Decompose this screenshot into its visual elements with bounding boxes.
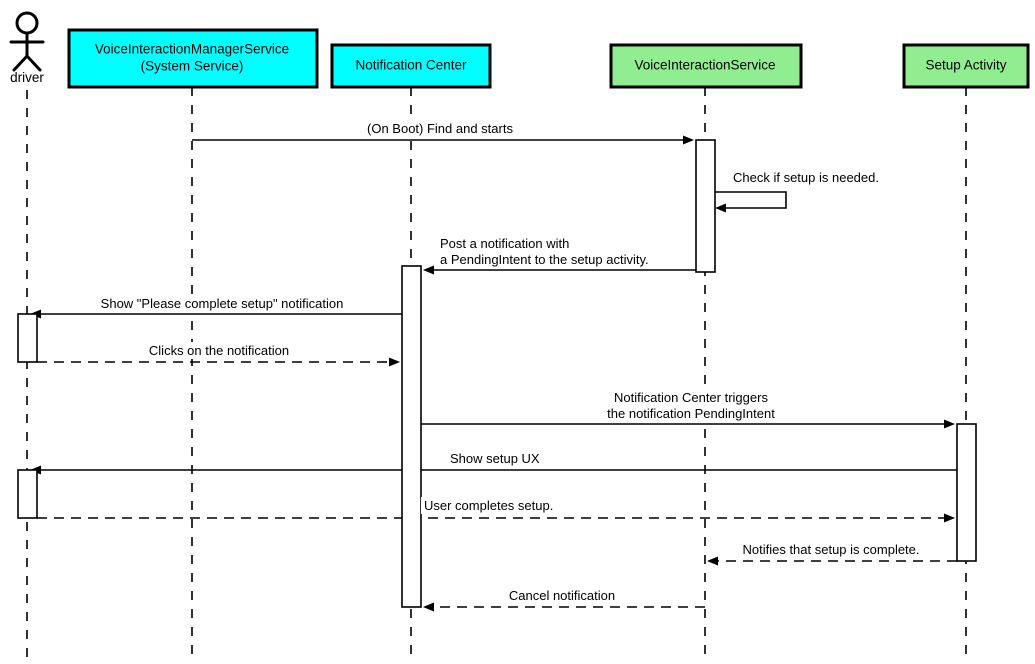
participant-setup[interactable]: Setup Activity <box>902 43 1030 89</box>
actor-driver[interactable]: driver <box>9 11 45 85</box>
msg-post-a-notification-label: a PendingIntent to the setup activity. <box>440 252 649 267</box>
msg-check-if-setup-is-needed <box>715 191 787 209</box>
msg-cancel-notification-arrowhead <box>423 602 434 612</box>
msg-post-a-notification-arrowhead <box>423 265 434 275</box>
msg-on-boot-find-and-starts-arrowhead <box>683 135 694 145</box>
msg-on-boot-find-and-starts-label-bg <box>364 120 517 137</box>
messages-layer <box>30 135 957 612</box>
msg-user-completes-setup-label: User completes setup. <box>424 498 553 513</box>
activation-act-driver-2 <box>17 469 38 519</box>
activation-act-setup-1 <box>956 423 977 562</box>
msg-notifies-that-setup-is-complete-label-bg <box>739 541 923 558</box>
participant-box-notifcenter[interactable] <box>330 43 492 89</box>
msg-user-completes-setup-label-bg <box>421 497 557 514</box>
msg-show-setup-ux-label: Show setup UX <box>450 451 540 466</box>
actor-leg-left-icon <box>12 54 29 72</box>
msg-post-a-notification-label-bg <box>437 235 573 252</box>
actor-head-icon <box>15 11 39 35</box>
activations-layer <box>17 139 977 608</box>
msg-post-a-notification-label: Post a notification with <box>440 236 569 251</box>
activation-act-notif-1 <box>401 265 422 608</box>
participant-box-vims[interactable] <box>67 28 319 89</box>
participant-label-setup: Setup Activity <box>925 58 1006 73</box>
participant-notifcenter[interactable]: Notification Center <box>330 43 492 89</box>
participant-label-vims: VoiceInteractionManagerService <box>95 42 289 57</box>
msg-show-please-complete-setup-notification-label-bg <box>97 295 347 312</box>
participant-vims[interactable]: VoiceInteractionManagerService (System Se… <box>67 28 319 89</box>
msg-notification-center-triggers-pendingintent-label: the notification PendingIntent <box>607 406 775 421</box>
msg-notifies-that-setup-is-complete-arrowhead <box>707 556 718 566</box>
msg-show-please-complete-setup-notification-label: Show "Please complete setup" notificatio… <box>101 296 344 311</box>
actor-leg-right-icon <box>25 54 42 72</box>
participant-label-vims: (System Service) <box>141 59 244 74</box>
msg-show-setup-ux-label-bg <box>447 450 543 467</box>
participants-layer: driver VoiceInteractionManagerService (Sys… <box>9 11 1030 89</box>
msg-check-if-setup-is-needed-arrowhead <box>715 203 726 213</box>
msg-notification-center-triggers-pendingintent-label-bg <box>604 405 779 422</box>
participant-box-setup[interactable] <box>902 43 1030 89</box>
participant-label-vis: VoiceInteractionService <box>634 58 775 73</box>
activation-act-driver-1 <box>17 313 38 363</box>
msg-cancel-notification-label: Cancel notification <box>509 588 615 603</box>
msg-notifies-that-setup-is-complete-label: Notifies that setup is complete. <box>742 542 919 557</box>
msg-cancel-notification-label-bg <box>505 587 619 604</box>
msg-notification-center-triggers-pendingintent-label-bg <box>611 389 772 406</box>
participant-label-notifcenter: Notification Center <box>355 58 467 73</box>
activation-act-vis-1 <box>695 139 716 273</box>
participant-box-vis[interactable] <box>609 43 803 89</box>
msg-clicks-on-the-notification-label: Clicks on the notification <box>149 343 289 358</box>
actor-label-driver: driver <box>10 70 44 85</box>
msg-clicks-on-the-notification-arrowhead <box>389 357 400 367</box>
msg-user-completes-setup-arrowhead <box>944 513 955 523</box>
msg-clicks-on-the-notification-label-bg <box>145 342 293 359</box>
msg-notification-center-triggers-pendingintent-arrowhead <box>944 419 955 429</box>
participant-vis[interactable]: VoiceInteractionService <box>609 43 803 89</box>
msg-post-a-notification-label-bg <box>437 251 652 268</box>
msg-notification-center-triggers-pendingintent-label: Notification Center triggers <box>614 390 768 405</box>
msg-check-if-setup-is-needed-label-bg <box>730 169 882 186</box>
msg-check-if-setup-is-needed-label: Check if setup is needed. <box>733 170 879 185</box>
msg-on-boot-find-and-starts-label: (On Boot) Find and starts <box>367 121 513 136</box>
